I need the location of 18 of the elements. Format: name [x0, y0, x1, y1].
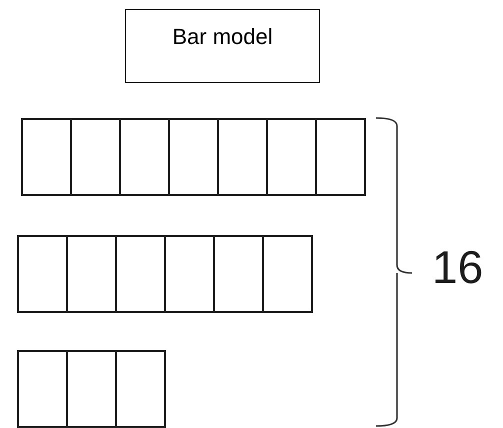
bar-cell — [115, 235, 166, 313]
bar-cell — [17, 235, 68, 313]
bar-cell — [66, 235, 117, 313]
bar-cell — [266, 118, 317, 196]
total-label: 16 — [432, 244, 484, 290]
bar-cell — [168, 118, 219, 196]
bar-cell — [17, 350, 68, 428]
title-box: Bar model — [125, 9, 320, 83]
bar-cell — [262, 235, 313, 313]
bar-cell — [315, 118, 366, 196]
bar-cell — [213, 235, 264, 313]
bar-cell — [66, 350, 117, 428]
bar-cell — [21, 118, 72, 196]
bar-cell — [70, 118, 121, 196]
bar-cell — [217, 118, 268, 196]
bar-cell — [115, 350, 166, 428]
bar-cell — [164, 235, 215, 313]
bar-cell — [119, 118, 170, 196]
